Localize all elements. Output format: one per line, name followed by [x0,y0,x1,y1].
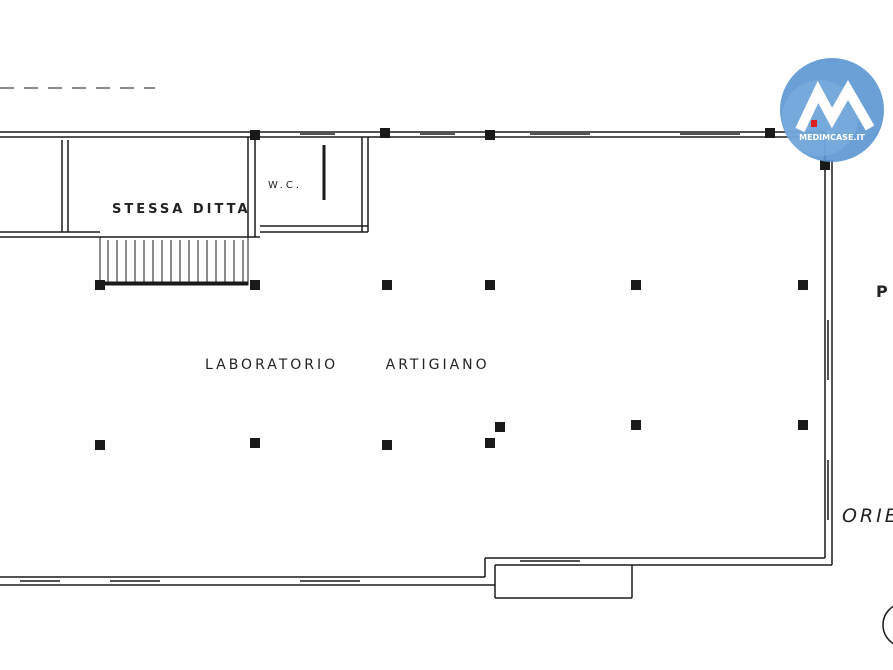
pillar [382,440,392,450]
room-label-wc: W.C. [268,180,302,191]
staircase [99,236,249,286]
pillar [765,128,775,138]
pillar [495,422,505,432]
north-arrow-circle [882,605,893,645]
pillar [798,420,808,430]
room-label-laboratorio: LABORATORIO ARTIGIANO [205,357,490,373]
pillar [250,130,260,140]
pillar [95,440,105,450]
logo-text: MEDIMCASE.IT [799,133,865,142]
pillar [95,280,105,290]
pillar [485,438,495,448]
pillar [820,160,830,170]
room-label-stessa-ditta: STESSA DITTA [112,202,251,217]
bottom-wall [0,557,832,599]
top-wall [0,131,825,138]
pillar [485,130,495,140]
stessa-ditta-room-walls [0,137,260,238]
pillar [250,280,260,290]
pillar [382,280,392,290]
right-wall [824,132,833,565]
pillar [485,280,495,290]
pillar [631,420,641,430]
pillar [798,280,808,290]
orientation-label: ORIE [842,505,893,527]
pillars [95,128,830,450]
stair-steps [107,240,244,283]
edge-label-p: P [876,282,891,301]
pillar [250,438,260,448]
medimcase-logo: MEDIMCASE.IT [780,58,884,162]
wc-room-walls [260,137,369,233]
pillar [631,280,641,290]
pillar [380,128,390,138]
